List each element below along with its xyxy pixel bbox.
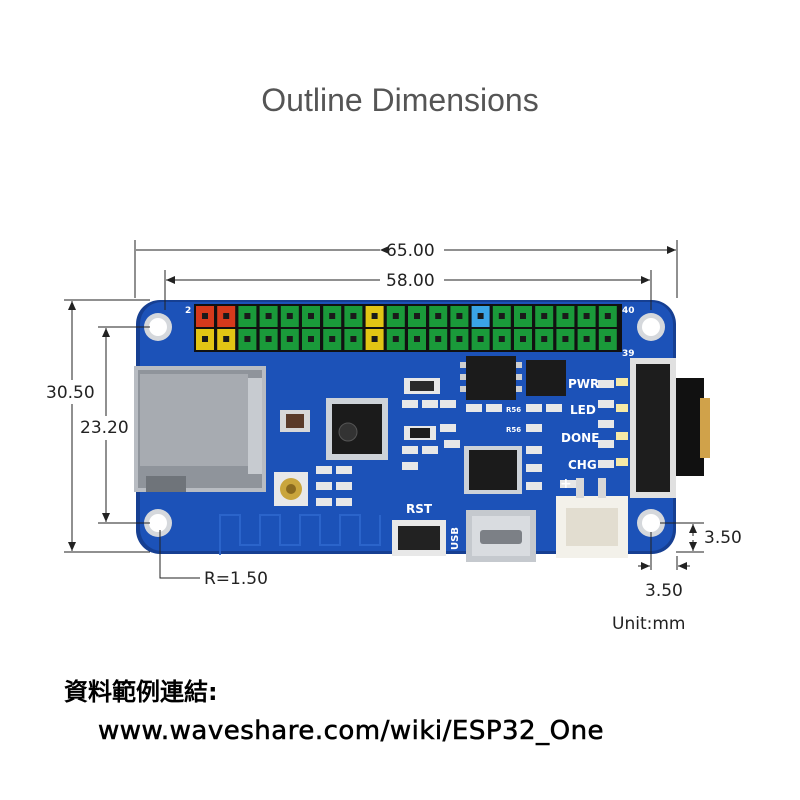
antenna-trace (219, 514, 381, 555)
pin-header-pin-tip (308, 313, 314, 319)
silk-pin-40: 40 (622, 306, 635, 316)
pin-header-pin-tip (520, 336, 526, 342)
pin-header-pin-tip (541, 313, 548, 319)
pin-header-pin-tip (477, 336, 484, 342)
pin-header-pin-tip (583, 313, 590, 319)
pin-header-pin-tip (244, 313, 251, 319)
pin-header-pin-tip (350, 313, 357, 319)
pin-header-pin-tip (604, 313, 611, 319)
pin-header-pin-tip (498, 336, 505, 342)
mounting-hole-bottom-right (637, 509, 665, 537)
resource-link-label: 資料範例連結: (64, 678, 218, 706)
pin-header-pin-tip (329, 313, 336, 319)
resource-link-url[interactable]: www.waveshare.com/wiki/ESP32_One (98, 716, 605, 747)
silk-pwr: PWR (568, 377, 599, 391)
status-leds (616, 378, 628, 466)
silk-done: DONE (561, 431, 599, 445)
dim-hole-offset-y: 3.50 (704, 528, 742, 548)
pin-header-pin-tip (541, 336, 548, 342)
silk-r56-a: R56 (506, 406, 521, 414)
pin-header-pin-tip (414, 336, 420, 342)
diagram-title: Outline Dimensions (261, 82, 539, 118)
mounting-hole-top-right (637, 313, 665, 341)
usb-uart-chip (464, 446, 522, 494)
pin-header-pin-tip (350, 336, 357, 342)
pin-header-pin-tip (202, 313, 208, 319)
pin-header-pin-tip (456, 336, 463, 342)
pin-header-pin-tip (223, 336, 230, 342)
pin-header-pin-tip (498, 313, 505, 319)
silk-rst: RST (406, 502, 433, 516)
pin-header-pin-tip (583, 336, 590, 342)
microsd-card-slot (134, 366, 266, 492)
pin-header-pin-tip (477, 313, 484, 319)
pin-header-pin-tip (286, 313, 293, 319)
regulator-chip-2 (526, 360, 566, 396)
regulator-chip-1 (460, 356, 522, 400)
pin-header-pin-tip (329, 336, 336, 342)
mounting-hole-bottom-left (144, 509, 172, 537)
pin-header-pin-tip (244, 336, 251, 342)
dim-overall-height: 30.50 (46, 383, 95, 403)
reset-button (392, 520, 446, 556)
pin-header-pin-tip (562, 313, 569, 319)
silk-pin-2: 2 (185, 306, 191, 316)
pin-header (194, 304, 622, 352)
pin-header-pin-tip (202, 336, 208, 342)
esp32-chip (326, 398, 388, 460)
dim-overall-width: 65.00 (386, 241, 435, 261)
battery-connector (556, 478, 628, 558)
silk-r56-b: R56 (506, 426, 521, 434)
dim-hole-spacing-x: 58.00 (386, 271, 435, 291)
silk-chg: CHG (568, 458, 597, 472)
pin-header-pin-tip (223, 313, 230, 319)
silk-pin-39: 39 (622, 349, 635, 359)
pin-header-pin-tip (456, 313, 463, 319)
pin-header-pin-tip (435, 336, 442, 342)
dim-corner-radius: R=1.50 (204, 569, 268, 589)
pin-header-pin-tip (371, 336, 378, 342)
fpc-connector (630, 358, 710, 498)
dim-hole-offset-x: 3.50 (645, 581, 683, 601)
dimension-lines (64, 240, 704, 579)
pin-header-pin-tip (562, 336, 569, 342)
dim-hole-spacing-y: 23.20 (80, 418, 129, 438)
crystal-oscillator (280, 410, 310, 432)
pin-header-pin-tip (520, 313, 526, 319)
pin-header-pin-tip (308, 336, 314, 342)
pin-header-pin-tip (435, 313, 442, 319)
micro-usb-port (466, 510, 536, 562)
ufl-antenna-connector (274, 472, 308, 506)
pin-header-pin-tip (371, 313, 378, 319)
passive-components (316, 378, 614, 506)
silk-usb: USB (450, 527, 461, 550)
pin-header-pin-tip (286, 336, 293, 342)
pin-header-pin-tip (392, 313, 399, 319)
pin-header-pin-tip (392, 336, 399, 342)
pin-header-pin-tip (414, 313, 420, 319)
pin-header-pin-tip (265, 313, 272, 319)
pin-header-pin-tip (604, 336, 611, 342)
pin-header-pin-tip (265, 336, 272, 342)
unit-label: Unit:mm (612, 614, 686, 634)
silk-led: LED (570, 403, 596, 417)
mounting-hole-top-left (144, 313, 172, 341)
silk-plus: + (560, 476, 572, 492)
